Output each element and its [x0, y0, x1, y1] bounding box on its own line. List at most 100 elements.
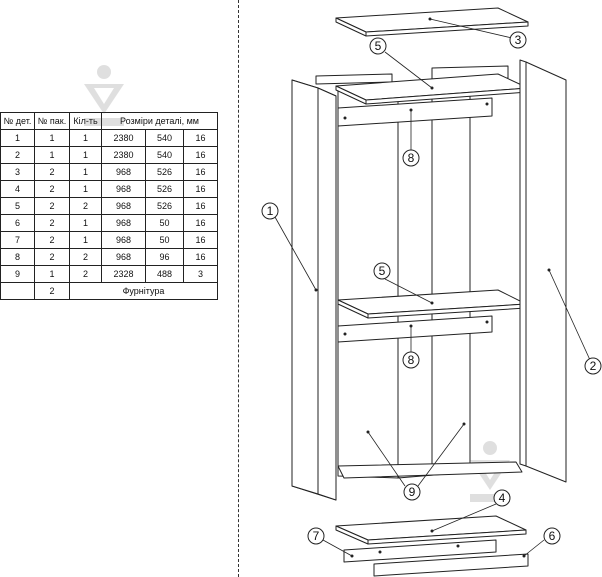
table-cell: 4 [0, 180, 35, 198]
middle-shelf-5-edge [337, 299, 369, 319]
back-panel-9-right [397, 85, 471, 479]
side-panel-2-edge [519, 59, 527, 467]
side-panel-2-face [525, 61, 567, 483]
hardware-label: Фурнітура [69, 282, 218, 300]
table-cell: 2 [34, 248, 70, 266]
table-cell: 968 [101, 214, 146, 232]
table-cell: 5 [0, 197, 35, 215]
table-cell: 96 [145, 248, 184, 266]
table-cell: 6 [0, 214, 35, 232]
table-cell: 526 [145, 180, 184, 198]
table-cell: 3 [183, 265, 218, 283]
table-cell: 2 [34, 180, 70, 198]
callout-circle [493, 489, 511, 507]
parts-table: № дет. № пак. Кіл-ть Розміри деталі, мм … [0, 112, 218, 300]
vertical-divider [238, 0, 239, 577]
callout-label: 8 [408, 151, 415, 165]
side-panel-1-inner [317, 87, 337, 501]
table-cell: 2 [69, 265, 102, 283]
callout-circle [369, 37, 387, 55]
callout-label: 5 [379, 264, 386, 278]
table-cell: 2 [69, 197, 102, 215]
table-cell: 7 [0, 231, 35, 249]
callout-label: 4 [499, 491, 506, 505]
callout-circle [402, 351, 420, 369]
assembly-diagram: 1 2 3 4 5 5 6 7 8 8 9 [261, 7, 602, 577]
callout-circle [307, 527, 325, 545]
table-cell [0, 282, 35, 300]
middle-rail-8 [337, 315, 493, 343]
table-cell: 1 [34, 265, 70, 283]
callout-circle [261, 202, 279, 220]
table-cell: 1 [69, 231, 102, 249]
header-package-no: № пак. [34, 112, 70, 130]
table-cell: 540 [145, 129, 184, 147]
table-cell: 540 [145, 146, 184, 164]
header-part-no: № дет. [0, 112, 35, 130]
table-cell: 2 [34, 197, 70, 215]
callout-label: 2 [590, 359, 597, 373]
table-cell: 2 [34, 163, 70, 181]
upper-rail-8 [337, 97, 493, 127]
plinth-6 [373, 553, 529, 577]
table-cell: 2380 [101, 146, 146, 164]
table-cell: 9 [0, 265, 35, 283]
top-panel-3-edge [335, 17, 367, 37]
table-cell: 526 [145, 197, 184, 215]
callout-circle [403, 483, 421, 501]
callout-circle [509, 31, 527, 49]
table-cell: 968 [101, 163, 146, 181]
callout-label: 6 [549, 529, 556, 543]
table-cell: 1 [69, 163, 102, 181]
table-cell: 1 [34, 146, 70, 164]
table-cell: 968 [101, 231, 146, 249]
callout-label: 7 [313, 529, 320, 543]
back-panel-9-left [337, 87, 399, 479]
table-cell: 16 [183, 146, 218, 164]
watermark-logo-icon [84, 65, 124, 126]
table-cell: 1 [69, 214, 102, 232]
table-cell: 16 [183, 197, 218, 215]
table-cell: 50 [145, 231, 184, 249]
table-cell: 3 [0, 163, 35, 181]
table-cell: 968 [101, 180, 146, 198]
callout-circle [402, 149, 420, 167]
table-cell: 2 [0, 146, 35, 164]
table-cell: 1 [0, 129, 35, 147]
table-cell: 16 [183, 129, 218, 147]
table-cell: 16 [183, 180, 218, 198]
table-cell: 968 [101, 248, 146, 266]
callout-circle [543, 527, 561, 545]
table-cell: 2 [69, 248, 102, 266]
table-cell: 16 [183, 214, 218, 232]
callout-label: 1 [267, 204, 274, 218]
callout-label: 5 [375, 39, 382, 53]
table-cell: 1 [34, 129, 70, 147]
callout-label: 3 [515, 33, 522, 47]
callout-label: 8 [408, 353, 415, 367]
table-cell: 2 [34, 231, 70, 249]
table-cell: 1 [69, 180, 102, 198]
table-cell: 2328 [101, 265, 146, 283]
table-cell: 488 [145, 265, 184, 283]
hardware-package: 2 [34, 282, 70, 300]
table-cell: 1 [69, 146, 102, 164]
callout-circle [373, 262, 391, 280]
table-cell: 16 [183, 248, 218, 266]
table-cell: 8 [0, 248, 35, 266]
table-cell: 526 [145, 163, 184, 181]
callout-label: 9 [409, 485, 416, 499]
table-cell: 968 [101, 197, 146, 215]
table-cell: 16 [183, 163, 218, 181]
table-cell: 2 [34, 214, 70, 232]
